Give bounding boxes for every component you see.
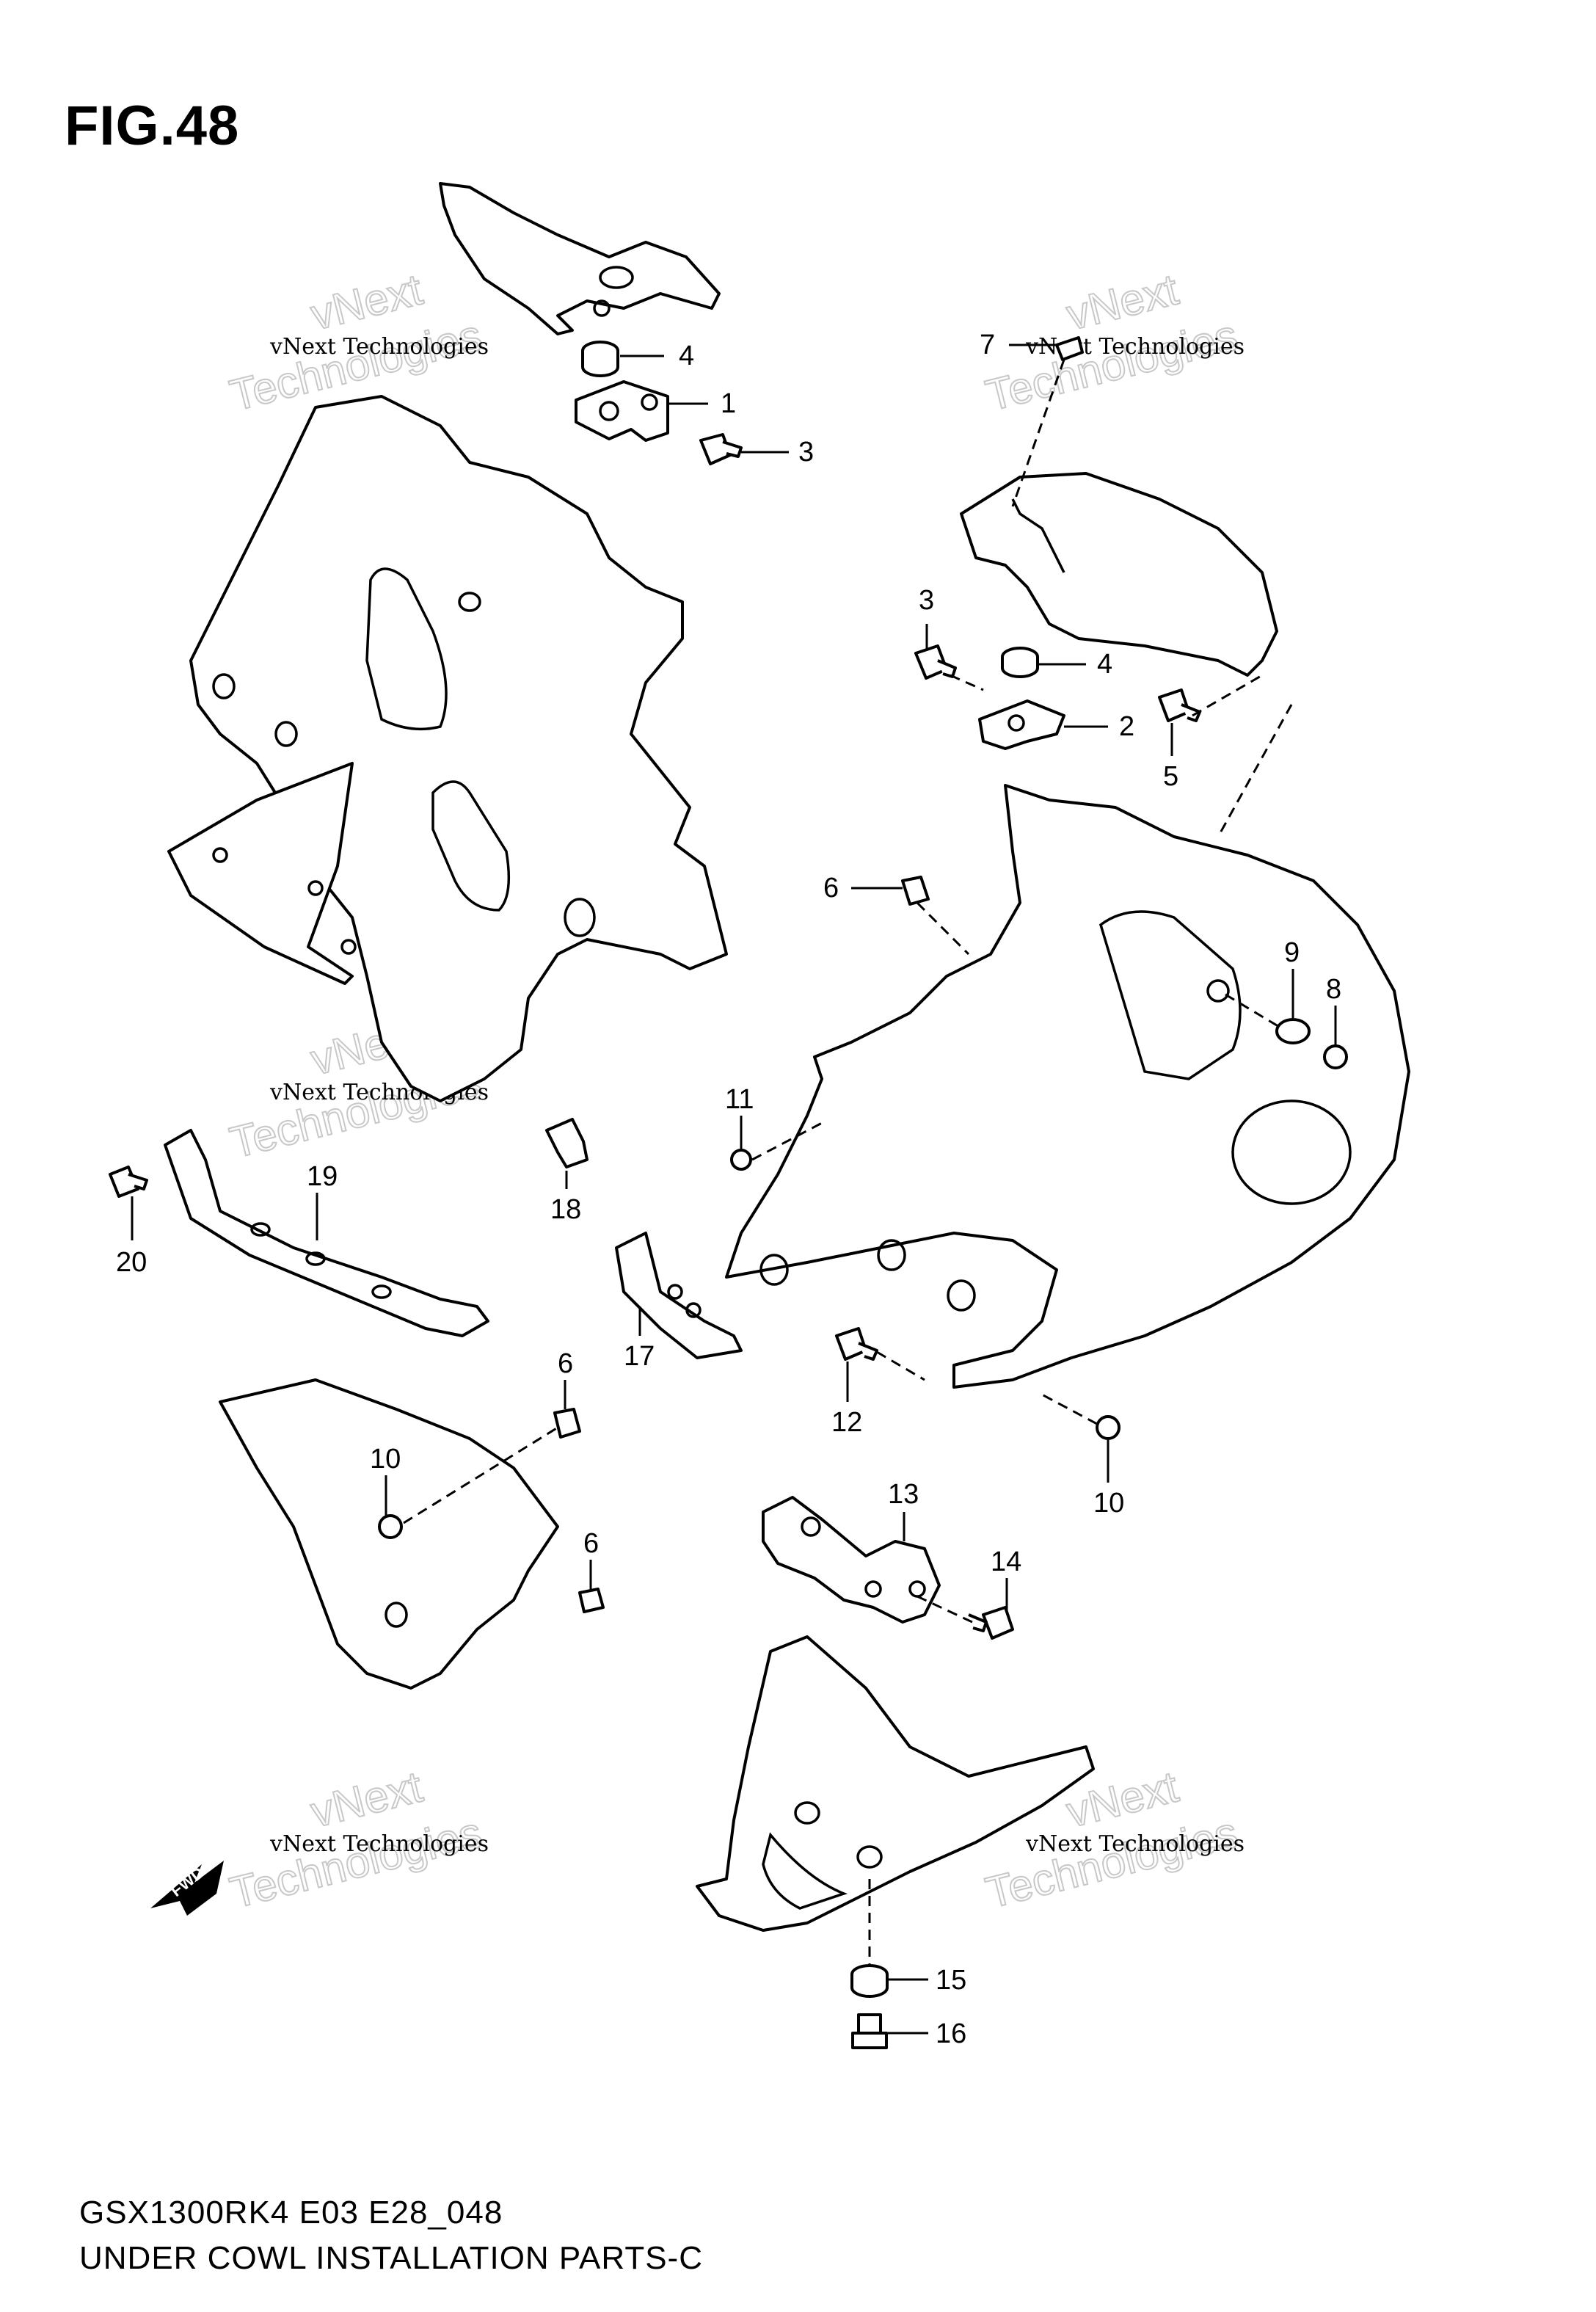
callout-3a: 3 <box>798 437 814 468</box>
bolt-12 <box>835 1327 878 1361</box>
callout-16: 16 <box>936 2018 966 2049</box>
right-under-cowl <box>725 784 1410 1389</box>
watermark-bottom-left: vNext Technologies vNext Technologies <box>225 1761 489 1918</box>
svg-text:vNext Technologies: vNext Technologies <box>269 1831 489 1857</box>
bolt-14 <box>968 1606 1014 1640</box>
bottom-belly-cowl <box>696 1635 1095 1932</box>
fwd-arrow-icon: FWD <box>150 1861 224 1916</box>
bracket-2 <box>978 699 1065 750</box>
callout-9: 9 <box>1284 937 1300 968</box>
bolt-5 <box>1158 688 1201 722</box>
upper-left-bracket-part <box>439 182 721 335</box>
bracket-13 <box>762 1496 941 1624</box>
callout-5: 5 <box>1163 761 1178 792</box>
figure-caption: UNDER COWL INSTALLATION PARTS-C <box>79 2240 703 2276</box>
screw-8 <box>1323 1044 1348 1069</box>
callout-6a: 6 <box>823 873 839 904</box>
callout-15: 15 <box>936 1965 966 1996</box>
plug-18 <box>545 1118 589 1168</box>
bracket-17 <box>615 1232 743 1359</box>
callout-18: 18 <box>550 1194 581 1225</box>
callout-4b: 4 <box>1097 649 1112 680</box>
callout-1: 1 <box>721 388 736 419</box>
callout-14: 14 <box>991 1546 1021 1577</box>
callout-20: 20 <box>116 1247 147 1278</box>
nut-6-mid <box>553 1408 581 1439</box>
grommet-9 <box>1275 1018 1311 1044</box>
screw-7 <box>1055 336 1084 361</box>
right-upper-cover <box>960 472 1278 677</box>
svg-text:vNext Technologies: vNext Technologies <box>269 334 489 360</box>
grommet-4-top <box>581 341 619 377</box>
screw-10-right <box>1096 1415 1121 1440</box>
bolt-20 <box>109 1166 148 1198</box>
callout-numbers: 4 1 3 7 3 4 2 5 6 9 8 11 19 20 18 17 12 … <box>116 330 1341 2049</box>
brace-19 <box>164 1129 489 1337</box>
bolt-3-right <box>914 644 957 680</box>
callout-11: 11 <box>725 1084 754 1115</box>
model-code: GSX1300RK4 E03 E28_048 <box>79 2195 503 2231</box>
left-under-cowl <box>167 395 728 1102</box>
screw-11 <box>730 1149 752 1171</box>
figure-title: FIG.48 <box>65 95 240 157</box>
bracket-1 <box>575 380 669 442</box>
callout-10a: 10 <box>370 1444 401 1475</box>
callout-4a: 4 <box>679 341 694 371</box>
assembly-lines <box>403 359 1293 1967</box>
watermark-top-left: vNext Technologies vNext Technologies <box>225 263 489 421</box>
watermark-top-right: vNext Technologies vNext Technologies <box>980 263 1245 421</box>
callout-6b: 6 <box>558 1348 573 1379</box>
callout-12: 12 <box>831 1407 862 1438</box>
callout-6c: 6 <box>583 1528 599 1559</box>
grommet-15 <box>850 1964 889 1998</box>
callout-10b: 10 <box>1093 1488 1124 1519</box>
svg-text:vNext Technologies: vNext Technologies <box>1025 1831 1245 1857</box>
nut-6-low <box>578 1588 605 1613</box>
bolt-16 <box>851 2013 888 2049</box>
screw-10-left <box>378 1514 403 1539</box>
callout-19: 19 <box>307 1161 338 1192</box>
callout-8: 8 <box>1326 974 1341 1005</box>
grommet-4-right <box>1001 647 1039 678</box>
callout-13: 13 <box>888 1479 919 1510</box>
callout-2: 2 <box>1119 711 1134 742</box>
callout-7: 7 <box>980 330 995 360</box>
bolt-3-top <box>699 433 743 465</box>
callout-17: 17 <box>624 1341 655 1372</box>
callout-3b: 3 <box>919 585 934 616</box>
nut-6-top <box>901 876 930 906</box>
callout-leaders <box>131 343 1337 2035</box>
